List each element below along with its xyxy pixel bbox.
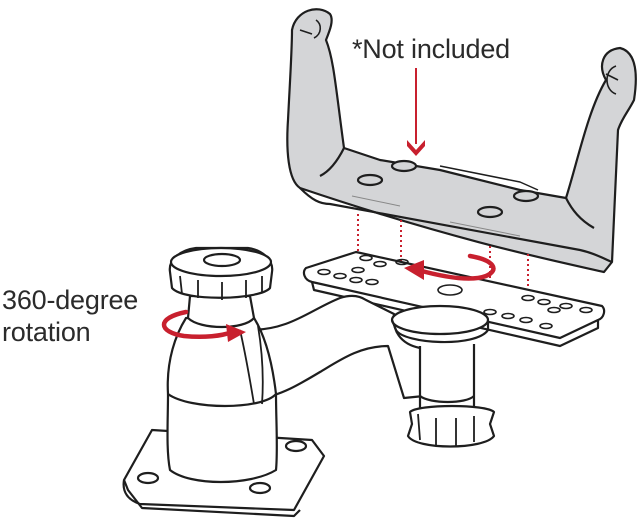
rotation-label-line1: 360-degree xyxy=(2,285,139,315)
mounting-plate xyxy=(302,250,606,348)
rotation-label-line2: rotation xyxy=(2,317,91,347)
swing-arm xyxy=(248,294,496,448)
base-pedestal xyxy=(122,246,326,518)
knob-rotation-arrow xyxy=(162,309,246,342)
display-bracket xyxy=(286,8,637,274)
rotation-label: 360-degree rotation xyxy=(2,284,138,348)
plate-rotation-arrow xyxy=(404,253,496,281)
not-included-label: *Not included xyxy=(352,34,511,64)
not-included-arrow xyxy=(407,68,425,156)
